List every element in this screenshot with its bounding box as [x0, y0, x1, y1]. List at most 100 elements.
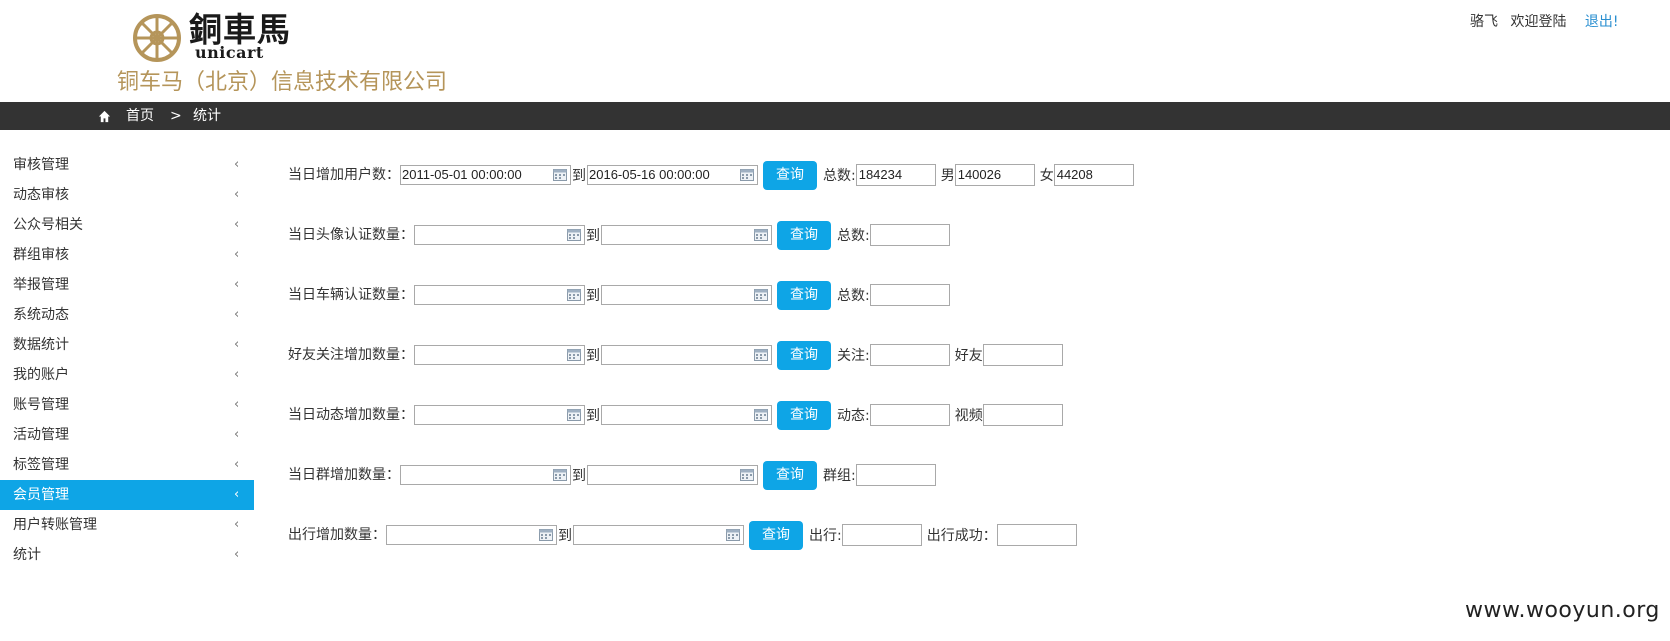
calendar-icon[interactable] — [754, 289, 768, 301]
sidebar-item-label: 账号管理 — [13, 397, 69, 413]
breadcrumb-home[interactable]: 首页 — [126, 108, 154, 124]
query-button[interactable]: 查询 — [777, 280, 831, 310]
sidebar-item[interactable]: 数据统计 ‹ — [0, 330, 254, 360]
breadcrumb-separator: > — [170, 108, 182, 124]
calendar-icon[interactable] — [726, 529, 740, 541]
output-label: 出行: — [809, 528, 842, 544]
row-label: 当日动态增加数量： — [288, 407, 414, 423]
output-field[interactable] — [869, 284, 950, 306]
output-label: 总数: — [837, 288, 870, 304]
end-date-value: 2016-05-16 00:00:00 — [589, 167, 710, 182]
sidebar-item-label: 数据统计 — [13, 337, 69, 353]
sidebar-item[interactable]: 举报管理‹ — [0, 270, 254, 300]
end-date-input[interactable] — [601, 285, 772, 305]
breadcrumb-bar: 首页 > 统计 — [0, 102, 1670, 130]
sidebar-item-label: 会员管理 — [13, 487, 69, 503]
end-date-input[interactable] — [601, 345, 772, 365]
query-button[interactable]: 查询 — [777, 400, 831, 430]
sidebar-item[interactable]: 我的账户 ‹ — [0, 360, 254, 390]
stats-row: 当日头像认证数量：到查询总数: — [288, 220, 953, 250]
chevron-left-icon: ‹ — [234, 217, 240, 232]
query-button[interactable]: 查询 — [777, 220, 831, 250]
stats-row: 当日车辆认证数量：到查询总数: — [288, 280, 953, 310]
chevron-left-icon: ‹ — [234, 247, 240, 262]
chevron-left-icon: ‹ — [234, 337, 240, 352]
chevron-left-icon: ‹ — [234, 157, 240, 172]
start-date-input[interactable] — [414, 345, 585, 365]
end-date-input[interactable] — [573, 525, 744, 545]
output-field[interactable] — [855, 464, 936, 486]
output-label: 男 — [940, 168, 955, 184]
sidebar-item[interactable]: 标签管理‹ — [0, 450, 254, 480]
home-icon[interactable] — [98, 110, 111, 123]
end-date-input[interactable] — [601, 405, 772, 425]
calendar-icon[interactable] — [567, 409, 581, 421]
sidebar-item[interactable]: 统计 ‹ — [0, 540, 254, 570]
output-field[interactable] — [982, 344, 1063, 366]
end-date-input[interactable] — [587, 465, 758, 485]
sidebar-item[interactable]: 会员管理 ‹ — [0, 480, 254, 510]
sidebar-item[interactable]: 系统动态‹ — [0, 300, 254, 330]
output-field[interactable]: 140026 — [954, 164, 1035, 186]
end-date-input[interactable] — [601, 225, 772, 245]
sidebar-item[interactable]: 动态审核‹ — [0, 180, 254, 210]
calendar-icon[interactable] — [567, 289, 581, 301]
output-field[interactable] — [996, 524, 1077, 546]
query-button[interactable]: 查询 — [749, 520, 803, 550]
output-field[interactable] — [841, 524, 922, 546]
start-date-input[interactable] — [386, 525, 557, 545]
chevron-left-icon: ‹ — [234, 307, 240, 322]
to-label: 到 — [558, 528, 572, 544]
sidebar-item-label: 举报管理 — [13, 277, 69, 293]
sidebar-item[interactable]: 用户转账管理‹ — [0, 510, 254, 540]
output-field[interactable]: 44208 — [1053, 164, 1134, 186]
sidebar-item-label: 活动管理 — [13, 427, 69, 443]
output-field[interactable] — [869, 404, 950, 426]
calendar-icon[interactable] — [754, 409, 768, 421]
query-button[interactable]: 查询 — [777, 340, 831, 370]
start-date-input[interactable] — [414, 405, 585, 425]
logout-link[interactable]: 退出! — [1584, 14, 1619, 30]
start-date-input[interactable]: 2011-05-01 00:00:00 — [400, 165, 571, 185]
sidebar-item[interactable]: 群组审核 ‹ — [0, 240, 254, 270]
output-label: 女 — [1039, 168, 1054, 184]
breadcrumb-current: 统计 — [193, 108, 221, 124]
start-date-input[interactable] — [414, 225, 585, 245]
chevron-left-icon: ‹ — [234, 367, 240, 382]
query-button[interactable]: 查询 — [763, 160, 817, 190]
calendar-icon[interactable] — [553, 469, 567, 481]
query-button[interactable]: 查询 — [763, 460, 817, 490]
calendar-icon[interactable] — [553, 169, 567, 181]
start-date-input[interactable] — [400, 465, 571, 485]
chevron-left-icon: ‹ — [234, 487, 240, 502]
calendar-icon[interactable] — [740, 169, 754, 181]
calendar-icon[interactable] — [740, 469, 754, 481]
calendar-icon[interactable] — [754, 229, 768, 241]
to-label: 到 — [586, 348, 600, 364]
to-label: 到 — [572, 468, 586, 484]
output-field[interactable] — [869, 344, 950, 366]
sidebar-item[interactable]: 审核管理‹ — [0, 150, 254, 180]
sidebar-item-label: 统计 — [13, 547, 41, 563]
calendar-icon[interactable] — [539, 529, 553, 541]
chevron-left-icon: ‹ — [234, 547, 240, 562]
end-date-input[interactable]: 2016-05-16 00:00:00 — [587, 165, 758, 185]
sidebar-item[interactable]: 活动管理‹ — [0, 420, 254, 450]
logo-text-cn: 銅車馬 — [189, 10, 291, 49]
calendar-icon[interactable] — [567, 229, 581, 241]
chevron-left-icon: ‹ — [234, 457, 240, 472]
sidebar-item[interactable]: 公众号相关‹ — [0, 210, 254, 240]
sidebar-item[interactable]: 账号管理‹ — [0, 390, 254, 420]
output-field[interactable] — [869, 224, 950, 246]
welcome-text: 欢迎登陆 — [1510, 14, 1567, 30]
output-field[interactable]: 184234 — [855, 164, 936, 186]
calendar-icon[interactable] — [567, 349, 581, 361]
sidebar-item-label: 群组审核 — [13, 247, 69, 263]
sidebar-item-label: 我的账户 — [13, 367, 69, 383]
start-date-input[interactable] — [414, 285, 585, 305]
calendar-icon[interactable] — [754, 349, 768, 361]
output-field[interactable] — [982, 404, 1063, 426]
stats-row: 当日动态增加数量：到查询动态:视频 — [288, 400, 1066, 430]
to-label: 到 — [586, 288, 600, 304]
row-label: 当日头像认证数量： — [288, 227, 414, 243]
